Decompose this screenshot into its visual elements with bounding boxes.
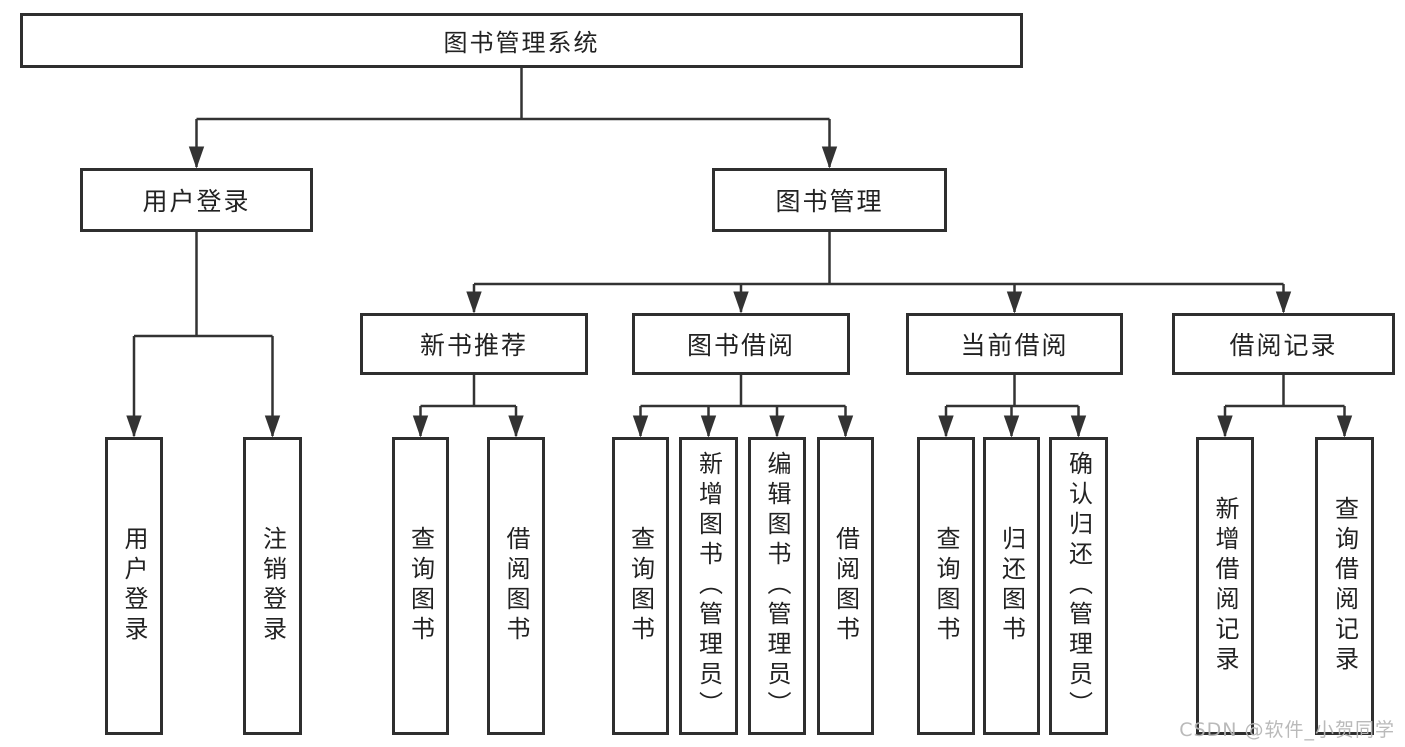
node-label: 新书推荐: [419, 331, 528, 360]
node-label: 查询借阅记录: [1330, 496, 1359, 676]
node-label: 查询图书: [406, 526, 435, 646]
node-login-user: 用户登录: [105, 437, 163, 735]
node-label: 确认归还（管理员）: [1064, 451, 1093, 721]
node-label: 查询图书: [932, 526, 960, 646]
node-login: 用户登录: [80, 168, 313, 232]
node-logout: 注销登录: [243, 437, 302, 735]
node-label: 注销登录: [258, 526, 287, 646]
node-cu-query: 查询图书: [917, 437, 975, 735]
edge-trunk-current: [946, 375, 1079, 408]
node-label: 查询图书: [626, 526, 655, 646]
node-cu-return: 归还图书: [983, 437, 1040, 735]
node-bw-add: 新增图书（管理员）: [679, 437, 738, 735]
node-label: 新增借阅记录: [1211, 496, 1239, 676]
node-records: 借阅记录: [1172, 313, 1395, 375]
node-re-add: 新增借阅记录: [1196, 437, 1254, 735]
node-mgmt: 图书管理: [712, 168, 947, 232]
edge-trunk-root: [196, 68, 830, 121]
node-label: 归还图书: [997, 526, 1026, 646]
node-label: 图书管理系统: [443, 29, 600, 57]
node-root: 图书管理系统: [20, 13, 1023, 68]
node-bw-query: 查询图书: [612, 437, 669, 735]
node-borrow: 图书借阅: [632, 313, 850, 375]
node-label: 图书管理: [775, 187, 884, 216]
node-label: 新增图书（管理员）: [694, 451, 723, 721]
watermark: CSDN @软件_小贺同学: [1179, 719, 1395, 741]
node-newbooks: 新书推荐: [360, 313, 588, 375]
node-bw-edit: 编辑图书（管理员）: [748, 437, 806, 735]
node-re-query: 查询借阅记录: [1315, 437, 1374, 735]
node-label: 借阅图书: [502, 526, 530, 646]
node-nb-borrow: 借阅图书: [487, 437, 545, 735]
node-nb-query: 查询图书: [392, 437, 449, 735]
node-bw-borrow: 借阅图书: [817, 437, 874, 735]
node-label: 图书借阅: [686, 331, 795, 360]
edge-group: [134, 68, 1345, 436]
edge-trunk-mgmt: [474, 232, 1284, 286]
edge-trunk-borrow: [640, 375, 846, 408]
edge-trunk-newbooks: [420, 375, 516, 408]
edge-trunk-records: [1225, 375, 1345, 408]
node-current: 当前借阅: [906, 313, 1123, 375]
node-label: 当前借阅: [960, 331, 1069, 360]
node-label: 用户登录: [142, 187, 251, 216]
edge-trunk-login: [134, 232, 273, 338]
node-label: 用户登录: [120, 526, 148, 646]
node-label: 编辑图书（管理员）: [763, 451, 791, 721]
node-label: 借阅记录: [1229, 331, 1338, 360]
node-label: 借阅图书: [831, 526, 860, 646]
node-cu-confirm: 确认归还（管理员）: [1049, 437, 1108, 735]
